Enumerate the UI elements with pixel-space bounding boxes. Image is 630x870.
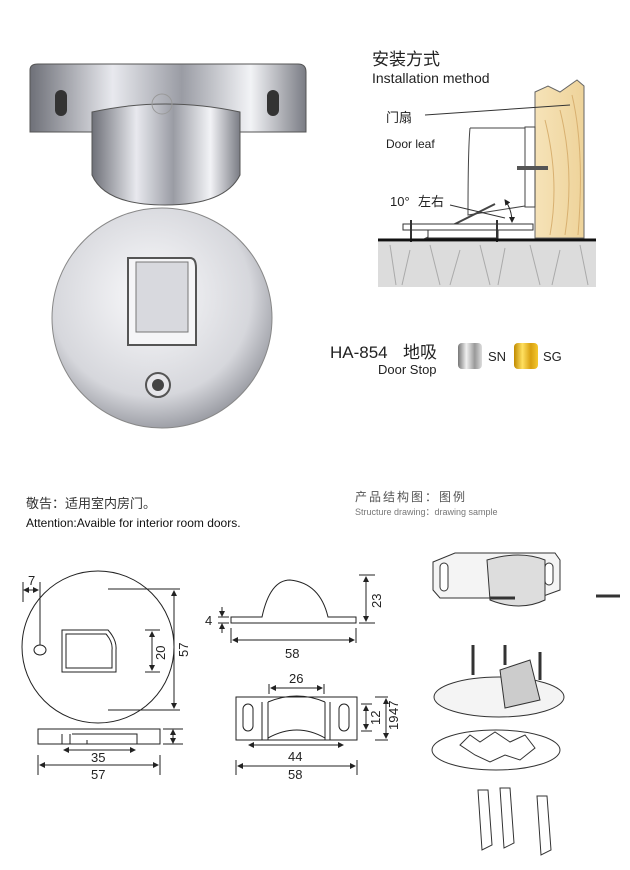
dim-stop-total-height-b: 47: [386, 701, 401, 715]
dim-base-inner: 35: [91, 750, 105, 765]
dim-stop-width-top: 58: [288, 767, 302, 782]
door-leaf-label-cn: 门扇: [386, 110, 412, 125]
finish-swatch-sn-icon: [458, 343, 482, 369]
structure-title-cn: 产品结构图：图例: [355, 489, 467, 504]
installation-title-en: Installation method: [372, 70, 490, 86]
dim-base-width: 57: [91, 767, 105, 782]
dim-stop-inner-width: 44: [288, 749, 302, 764]
exploded-structure-drawing: [431, 552, 620, 856]
dim-stop-height: 23: [369, 594, 384, 608]
installation-diagram: [378, 79, 596, 287]
product-name-en: Door Stop: [378, 362, 437, 377]
dim-stop-total-height-a: 19: [386, 716, 401, 730]
dim-hole-offset: 7: [28, 573, 35, 588]
dim-stop-top-width: 26: [289, 671, 303, 686]
dimension-labels: 7 20 57 35 57 4 23 58 26 12 19 47 44 58: [28, 573, 401, 782]
notice-en: Attention:Avaible for interior room door…: [26, 516, 241, 530]
product-model: HA-854: [330, 343, 388, 362]
product-name-cn: 地吸: [403, 343, 437, 362]
finish-sn-label: SN: [488, 349, 506, 364]
angle-label-cn: 左右: [418, 194, 444, 209]
finish-swatch-sg-icon: [514, 343, 538, 369]
base-drawing: [21, 570, 183, 775]
door-stop-base-photo: [51, 207, 273, 429]
dim-stop-inner-height: 12: [368, 711, 383, 725]
door-leaf-label-en: Door leaf: [386, 137, 435, 151]
dim-slot-height: 20: [153, 646, 168, 660]
finish-sg-label: SG: [543, 349, 562, 364]
dim-base-diameter: 57: [176, 643, 191, 657]
door-stop-catch-photo: [29, 63, 307, 206]
dim-stop-thickness: 4: [205, 613, 212, 628]
angle-label: 10°: [390, 194, 410, 209]
structure-title-en: Structure drawing：drawing sample: [355, 507, 498, 517]
stop-drawing: [218, 574, 389, 775]
dim-stop-width-side: 58: [285, 646, 299, 661]
notice-cn: 敬告：适用室内房门。: [26, 496, 156, 511]
installation-title-cn: 安装方式: [372, 50, 440, 69]
